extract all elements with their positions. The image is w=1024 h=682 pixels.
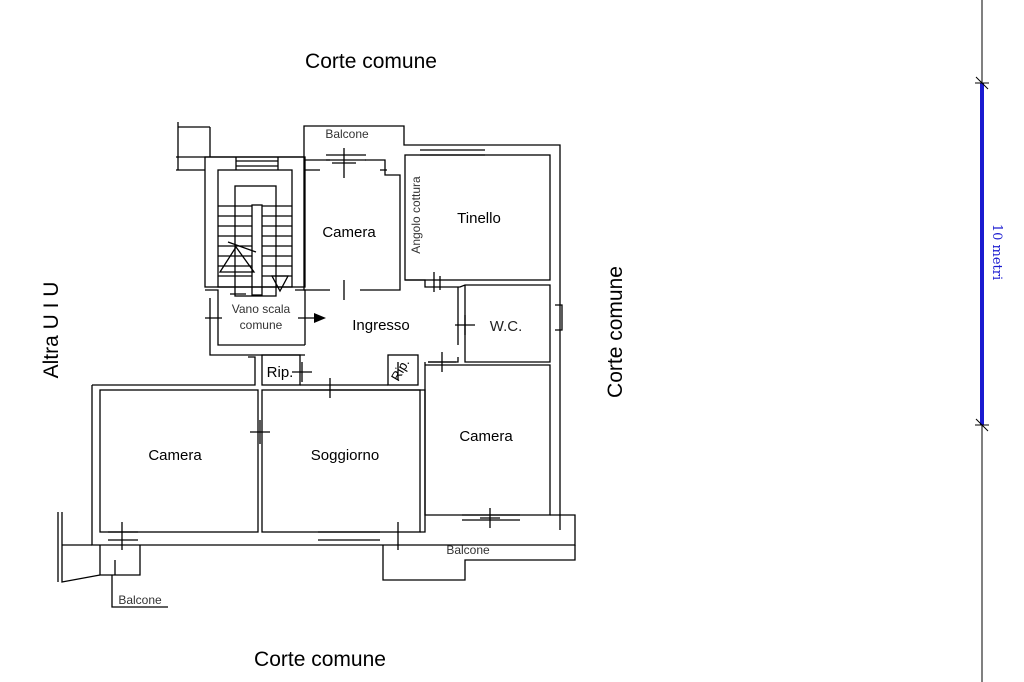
scale-bar: 10 metri [975,0,1004,682]
balcone-bottom-left: Balcone [118,593,162,607]
label-corte-comune-top: Corte comune [305,50,437,73]
room-soggiorno: Soggiorno [311,447,379,464]
label-corte-comune-bottom: Corte comune [254,648,386,671]
room-rip-right: Rip. [388,356,413,384]
room-vano-scala-1: Vano scala [232,302,291,316]
room-camera-left: Camera [148,447,202,464]
room-vano-scala-2: comune [240,318,283,332]
room-camera-right: Camera [459,428,513,445]
room-rip-left: Rip. [267,364,294,381]
walls [57,122,576,608]
room-ingresso: Ingresso [352,317,410,334]
label-altra-uiu: Altra U I U [40,282,63,379]
room-angolo-cottura: Angolo cottura [409,176,423,254]
room-tinello: Tinello [457,210,501,227]
room-wc: W.C. [490,318,523,335]
balcone-top: Balcone [325,127,369,141]
scale-bar-label: 10 metri [989,224,1004,280]
room-camera-top: Camera [322,224,376,241]
label-corte-comune-right: Corte comune [604,266,627,398]
balcone-bottom-right: Balcone [446,543,490,557]
